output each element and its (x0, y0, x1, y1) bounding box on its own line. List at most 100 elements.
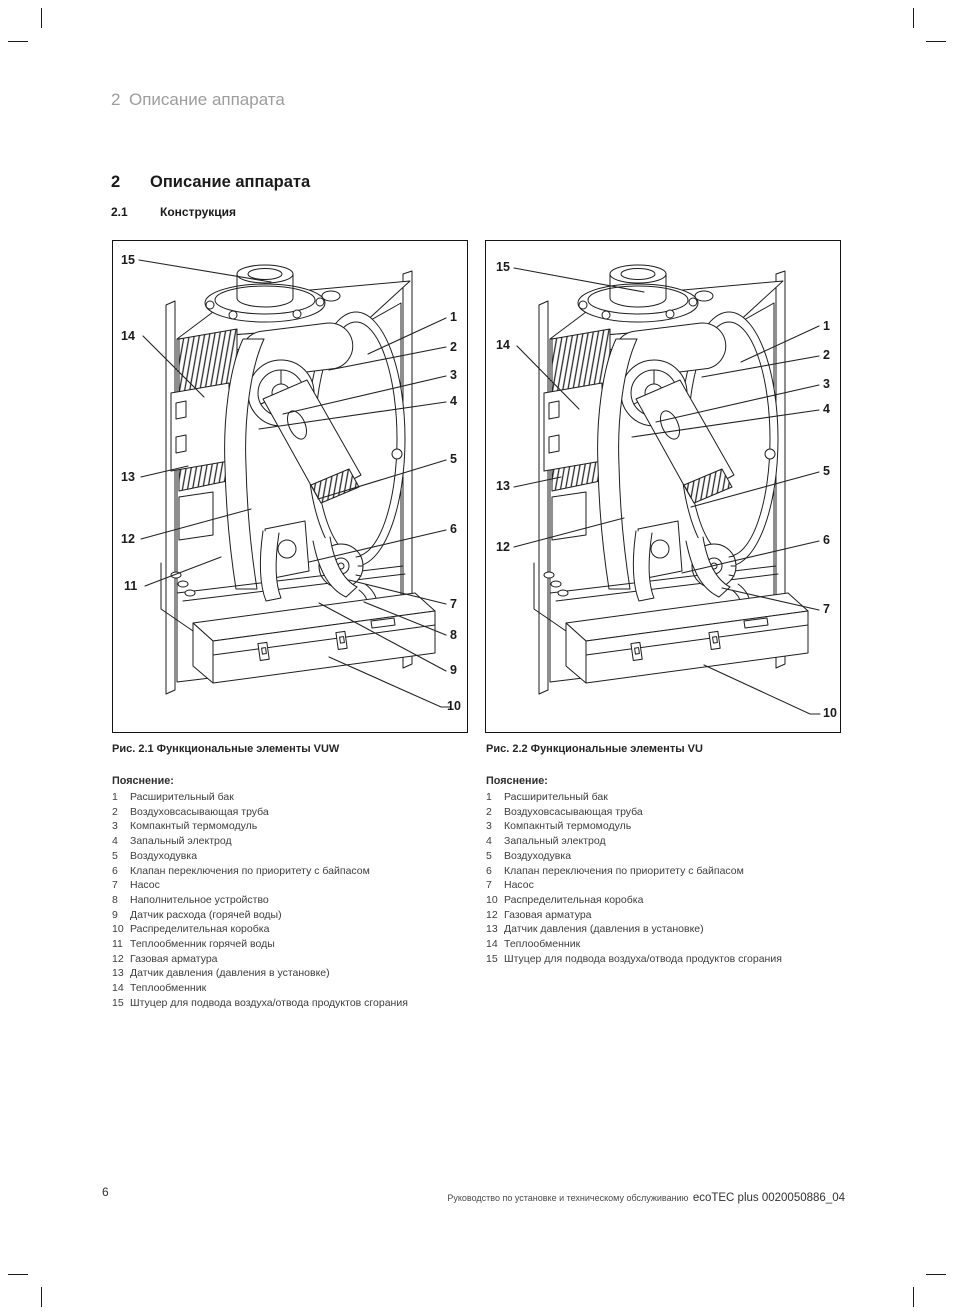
callout-6: 6 (823, 533, 830, 547)
legend-item-number: 10 (486, 893, 498, 906)
figure-caption-2-1: Рис. 2.1 Функциональные элементы VUW (112, 743, 340, 755)
legend-item: 5 Воздуходувка (112, 849, 474, 864)
legend-item-text: Распределительная коробка (130, 923, 270, 936)
legend-item-number: 6 (486, 864, 492, 877)
legend-item-text: Штуцер для подвода воздуха/отвода продук… (504, 952, 782, 965)
legend-item: 12 Газовая арматура (112, 952, 474, 967)
legend-item-text: Распределительная коробка (504, 893, 644, 906)
legend-list-vuw: 1 Расширительный бак 2 Воздуховсасывающа… (112, 790, 474, 1011)
legend-item-number: 11 (112, 938, 123, 951)
crop-mark (913, 1287, 914, 1307)
legend-item: 7 Насос (112, 878, 474, 893)
legend-item-text: Датчик расхода (горячей воды) (130, 908, 282, 921)
legend-item-number: 4 (112, 835, 118, 848)
callout-2: 2 (823, 348, 830, 362)
callout-4: 4 (450, 394, 457, 408)
legend-item-number: 15 (486, 952, 498, 965)
legend-item: 1 Расширительный бак (486, 790, 848, 805)
legend-item: 4 Запальный электрод (486, 834, 848, 849)
subsection-number: 2.1 (111, 205, 128, 219)
callout-5: 5 (823, 464, 830, 478)
callout-11: 11 (124, 579, 138, 593)
crop-mark (8, 41, 28, 42)
legend-item: 15 Штуцер для подвода воздуха/отвода про… (486, 952, 848, 967)
legend-item-text: Датчик давления (давления в установке) (130, 967, 330, 980)
callout-3: 3 (823, 377, 830, 391)
legend-item-text: Газовая арматура (130, 952, 218, 965)
legend-item-number: 9 (112, 908, 118, 921)
crop-mark (8, 1274, 28, 1275)
legend-list-vu: 1 Расширительный бак 2 Воздуховсасывающа… (486, 790, 848, 966)
callout-leader-lines (138, 259, 452, 708)
callout-1: 1 (450, 310, 457, 324)
legend-item-text: Штуцер для подвода воздуха/отвода продук… (130, 996, 408, 1009)
callout-4: 4 (823, 402, 830, 416)
legend-item-number: 7 (486, 879, 492, 892)
legend-item: 3 Компакнтый термомодуль (486, 819, 848, 834)
legend-item: 6 Клапан переключения по приоритету с ба… (112, 864, 474, 879)
callout-14: 14 (121, 329, 135, 343)
legend-item-text: Расширительный бак (504, 791, 608, 803)
callout-15: 15 (496, 260, 510, 274)
callout-12: 12 (496, 540, 510, 554)
footer-text: Руководство по установке и техническому … (447, 1188, 845, 1206)
crop-mark (913, 8, 914, 28)
legend-item: 2 Воздуховсасывающая труба (112, 805, 474, 820)
callout-leader-lines (513, 267, 821, 715)
crop-mark (41, 8, 42, 28)
legend-item: 14 Теплообменник (486, 937, 848, 952)
legend-item-number: 2 (112, 805, 118, 818)
legend-item: 10 Распределительная коробка (112, 922, 474, 937)
legend-item-number: 1 (112, 791, 118, 803)
legend-item-number: 4 (486, 835, 492, 848)
legend-item: 6 Клапан переключения по приоритету с ба… (486, 864, 848, 879)
callout-6: 6 (450, 522, 457, 536)
figure-caption-2-2: Рис. 2.2 Функциональные элементы VU (486, 743, 703, 755)
callout-5: 5 (450, 452, 457, 466)
figure-vu: 15 14 13 12 1 2 3 4 5 6 7 10 (485, 240, 841, 733)
running-header-title: Описание аппарата (129, 90, 285, 109)
legend-item-text: Теплообменник (504, 938, 581, 951)
legend-item-number: 14 (112, 982, 124, 995)
legend-item: 13 Датчик давления (давления в установке… (112, 966, 474, 981)
legend-item-text: Датчик давления (давления в установке) (504, 923, 704, 936)
legend-item: 7 Насос (486, 878, 848, 893)
legend-item-text: Воздуховсасывающая труба (504, 805, 643, 818)
callout-15: 15 (121, 253, 135, 267)
callout-12: 12 (121, 532, 135, 546)
callout-8: 8 (450, 628, 457, 642)
legend-item-number: 12 (112, 952, 124, 965)
legend-item-number: 12 (486, 908, 498, 921)
legend-item: 12 Газовая арматура (486, 908, 848, 923)
legend-item-text: Воздуходувка (504, 849, 572, 862)
callout-13: 13 (496, 479, 510, 493)
callout-14: 14 (496, 338, 510, 352)
section-title: Описание аппарата (150, 173, 311, 191)
legend-item-text: Компакнтый термомодуль (504, 820, 632, 833)
legend-item-text: Газовая арматура (504, 908, 592, 921)
legend-item-text: Насос (130, 879, 160, 892)
legend-item-number: 2 (486, 805, 492, 818)
legend-item-number: 6 (112, 864, 118, 877)
boiler-drawing-vu (513, 264, 821, 715)
legend-title-vu: Пояснение: (486, 775, 548, 787)
legend-item: 3 Компакнтый термомодуль (112, 819, 474, 834)
legend-item-text: Компакнтый термомодуль (130, 820, 258, 833)
section-number: 2 (111, 173, 121, 191)
legend-item: 4 Запальный электрод (112, 834, 474, 849)
legend-item-number: 15 (112, 996, 124, 1009)
legend-item: 13 Датчик давления (давления в установке… (486, 922, 848, 937)
legend-item: 1 Расширительный бак (112, 790, 474, 805)
legend-item-text: Теплообменник (130, 982, 207, 995)
callout-9: 9 (450, 663, 457, 677)
callout-7: 7 (823, 602, 830, 616)
legend-item-number: 7 (112, 879, 118, 892)
callout-2: 2 (450, 340, 457, 354)
legend-item: 8 Наполнительное устройство (112, 893, 474, 908)
section-heading: 2 Описание аппарата (111, 173, 310, 192)
legend-item: 2 Воздуховсасывающая труба (486, 805, 848, 820)
footer-manual-title: Руководство по установке и техническому … (447, 1193, 689, 1203)
